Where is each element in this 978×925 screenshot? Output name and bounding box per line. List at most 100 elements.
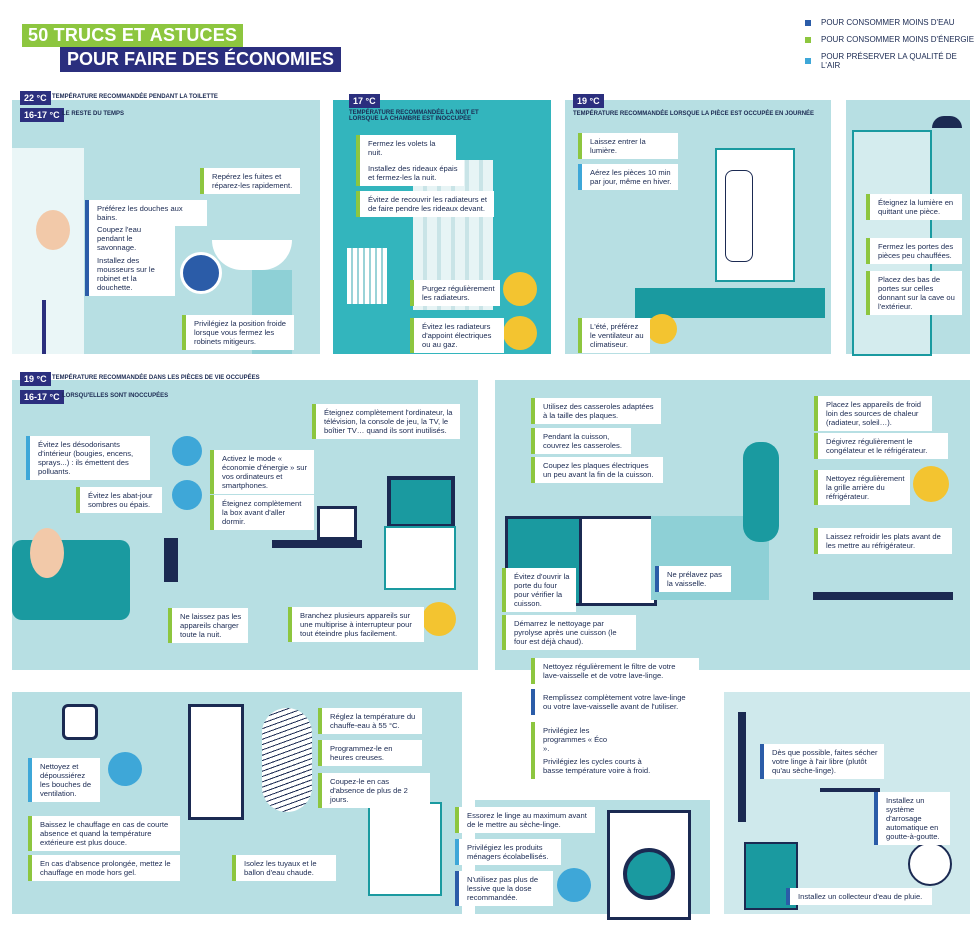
legend-swatch-air (805, 58, 811, 64)
washer-drum (623, 848, 675, 900)
vent-icon (62, 704, 98, 740)
legend-swatch-water (805, 19, 811, 26)
tip: Utilisez des casseroles adaptées à la ta… (531, 398, 661, 424)
clothesline (820, 788, 880, 792)
person-showering (36, 210, 70, 250)
tip: Essorez le linge au maximum avant de le … (455, 807, 595, 833)
temp-badge-bedroom: 17 °C (349, 94, 380, 108)
tip: Activez le mode « économie d'énergie » s… (210, 450, 314, 494)
water-heater (188, 704, 244, 820)
legend-item-energy: POUR CONSOMMER MOINS D'ÉNERGIE (805, 35, 978, 44)
legend-label: POUR CONSOMMER MOINS D'EAU (821, 18, 955, 27)
dishwasher (579, 516, 657, 606)
shower-pipe (42, 300, 46, 354)
tip: Isolez les tuyaux et le ballon d'eau cha… (232, 855, 336, 881)
fridge-grille-icon (913, 466, 949, 502)
detergent-icon (557, 868, 591, 902)
temp-badge-living: 19 °C (20, 372, 51, 386)
temp-badge-living-2: 16-17 °C (20, 390, 64, 404)
tip: Privilégiez la position froide lorsque v… (182, 315, 294, 350)
fan-icon (647, 314, 677, 344)
tip: En cas d'absence prolongée, mettez le ch… (28, 855, 180, 881)
tip: Évitez les désodorisants d'intérieur (bo… (26, 436, 150, 480)
tip: Installez des rideaux épais et fermez-le… (356, 160, 464, 186)
legend: POUR CONSOMMER MOINS D'EAU POUR CONSOMME… (805, 18, 978, 78)
no-heater-icon (503, 316, 537, 350)
caption: LORSQU'ELLES SONT INOCCUPÉES (62, 393, 169, 399)
tip: Éteignez complètement l'ordinateur, la t… (312, 404, 460, 439)
tip: Coupez les plaques électriques un peu av… (531, 457, 663, 483)
tip: Privilégiez les produits ménagers écolab… (455, 839, 561, 865)
caption: LE RESTE DU TEMPS (62, 111, 125, 117)
legend-item-water: POUR CONSOMMER MOINS D'EAU (805, 18, 978, 27)
power-strip-icon (422, 602, 456, 636)
desk (272, 540, 362, 548)
computer-monitor (317, 506, 357, 540)
caption: TEMPÉRATURE RECOMMANDÉE DANS LES PIÈCES … (52, 375, 260, 381)
tip: Ne laissez pas les appareils charger tou… (168, 608, 248, 643)
caption: TEMPÉRATURE RECOMMANDÉE PENDANT LA TOILE… (52, 94, 218, 100)
caption: TEMPÉRATURE RECOMMANDÉE LA NUIT ET LORSQ… (349, 110, 479, 122)
temp-badge-bath-2: 16-17 °C (20, 108, 64, 122)
legend-label: POUR PRÉSERVER LA QUALITÉ DE L'AIR (820, 52, 957, 70)
insulated-tank (262, 708, 312, 812)
lampshade-icon (172, 480, 202, 510)
shelf (368, 802, 442, 896)
bathroom-panel (12, 100, 320, 354)
cleaning-icon (108, 752, 142, 786)
caption: TEMPÉRATURE RECOMMANDÉE LORSQUE LA PIÈCE… (573, 111, 815, 117)
hallway-panel (846, 100, 970, 356)
television (387, 476, 455, 528)
tip: Laissez refroidir les plats avant de les… (814, 528, 952, 554)
tip: Privilégiez les cycles courts à basse te… (531, 753, 667, 779)
tip: N'utilisez pas plus de lessive que la do… (455, 871, 553, 906)
temp-badge-bath: 22 °C (20, 91, 51, 105)
tip: Placez les appareils de froid loin des s… (814, 396, 932, 431)
radiator-bleed-icon (503, 272, 537, 306)
tip: Ne prélavez pas la vaisselle. (655, 566, 731, 592)
tip: Privilégiez les programmes « Éco ». (531, 722, 617, 757)
tip: Programmez-le en heures creuses. (318, 740, 422, 766)
tip: Nettoyez régulièrement la grille arrière… (814, 470, 910, 505)
tip: Coupez l'eau pendant le savonnage. (85, 221, 175, 256)
tip: Installez un collecteur d'eau de pluie. (786, 888, 932, 905)
lamp-icon (932, 116, 962, 128)
tip: L'été, préférez le ventilateur au climat… (578, 318, 650, 353)
tip: Remplissez complètement votre lave-linge… (531, 689, 701, 715)
drainpipe (738, 712, 746, 822)
legend-item-air: POUR PRÉSERVER LA QUALITÉ DE L'AIR (805, 52, 978, 70)
person-cooking (743, 442, 779, 542)
tip: Fermez les portes des pièces peu chauffé… (866, 238, 962, 264)
tip: Placez des bas de portes sur celles donn… (866, 271, 962, 315)
person-reading (30, 528, 64, 578)
tv-stand (384, 526, 456, 590)
temp-badge-room: 19 °C (573, 94, 604, 108)
tip: Évitez de recouvrir les radiateurs et de… (356, 191, 494, 217)
tip: Éteignez complètement la box avant d'all… (210, 495, 314, 530)
tip: Branchez plusieurs appareils sur une mul… (288, 607, 424, 642)
sink (212, 240, 292, 270)
tip: Éteignez la lumière en quittant une pièc… (866, 194, 962, 220)
tip: Nettoyez et dépoussiérez les bouches de … (28, 758, 100, 802)
tip: Baissez le chauffage en cas de courte ab… (28, 816, 180, 851)
title-line-1: 50 TRUCS ET ASTUCES (22, 24, 244, 47)
table (813, 592, 953, 600)
aerator-icon (180, 252, 222, 294)
legend-swatch-energy (805, 36, 811, 43)
drip-irrigation-icon (908, 842, 952, 886)
tip: Évitez les radiateurs d'appoint électriq… (410, 318, 504, 353)
tip: Pendant la cuisson, couvrez les casserol… (531, 428, 631, 454)
tip: Installez des mousseurs sur le robinet e… (85, 252, 175, 296)
no-air-freshener-icon (172, 436, 202, 466)
tip: Aérez les pièces 10 min par jour, même e… (578, 164, 678, 190)
shower-wall (12, 148, 84, 354)
tip: Évitez les abat-jour sombres ou épais. (76, 487, 162, 513)
tip: Dès que possible, faites sécher votre li… (760, 744, 884, 779)
tip: Nettoyez régulièrement le filtre de votr… (531, 658, 699, 684)
tip: Évitez d'ouvrir la porte du four pour vé… (502, 568, 576, 612)
tip: Fermez les volets la nuit. (356, 135, 456, 161)
tip: Coupez-le en cas d'absence de plus de 2 … (318, 773, 430, 808)
title-line-2: POUR FAIRE DES ÉCONOMIES (60, 47, 342, 72)
radiator (347, 248, 387, 304)
tip: Démarrez le nettoyage par pyrolyse après… (502, 615, 636, 650)
